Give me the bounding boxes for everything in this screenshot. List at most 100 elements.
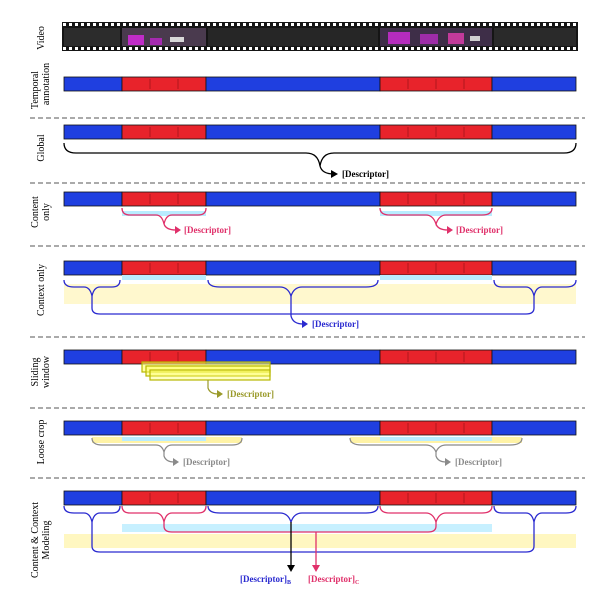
- background-segment-loose-2: [205, 420, 381, 436]
- frame-dark-3: [494, 28, 576, 46]
- content-descriptor-2: [Descriptor]: [456, 225, 503, 235]
- segment-bar-temporal: [63, 76, 577, 92]
- context-braces: [63, 279, 577, 325]
- content-band-1: [122, 211, 206, 216]
- loose-arrow-head-2: [445, 458, 451, 466]
- frame-dark-1: [64, 28, 120, 46]
- content-arrow-head-2: [447, 226, 453, 234]
- cc-descriptor-b: [Descriptor]B: [240, 574, 291, 586]
- global-brace-path: [63, 142, 577, 167]
- segment-bar-content: [63, 191, 577, 207]
- cc-content-brace-1: [121, 505, 207, 523]
- context-arrow-line: [290, 296, 304, 325]
- cc-black-arrow-head: [287, 565, 295, 572]
- global-arrow-head: [331, 170, 338, 178]
- loose-arrow-2: [435, 452, 447, 463]
- global-descriptor: [Descriptor]: [342, 169, 389, 179]
- frame-action-2-pink-b: [420, 34, 438, 44]
- action-segment-temporal-1: [121, 76, 207, 92]
- context-band: [64, 284, 576, 304]
- filmstrip-bottom-perforations: [62, 47, 578, 50]
- background-segment-temporal-2: [205, 76, 381, 92]
- row-labels: Video Temporalannotation Global Contento…: [30, 26, 52, 578]
- cc-context-band: [64, 534, 576, 548]
- background-segment-cc-4: [491, 490, 577, 506]
- row-label-loose: Loose crop: [36, 420, 47, 465]
- background-segment-sliding-4: [491, 349, 577, 365]
- background-segment-global-0: [63, 124, 123, 140]
- loose-content-band-1: [122, 437, 206, 441]
- content-braces: [121, 207, 493, 231]
- cc-context-merge: [91, 522, 535, 553]
- row-label-global: Global: [36, 134, 47, 161]
- loose-arrow-1: [163, 452, 175, 463]
- sliding-windows: [141, 361, 271, 395]
- loose-arrow-head-1: [173, 458, 179, 466]
- frame-action-2-pink-a: [388, 32, 410, 44]
- row-separators: [30, 117, 585, 479]
- background-segment-sliding-0: [63, 349, 123, 365]
- cc-context-brace-2: [207, 505, 379, 525]
- sliding-arrow-line: [207, 380, 219, 395]
- row-label-temporal: Temporalannotation: [30, 63, 52, 109]
- content-band-2: [380, 211, 492, 216]
- background-segment-global-2: [205, 124, 381, 140]
- background-segment-cc-0: [63, 490, 123, 506]
- context-arrow-head: [302, 320, 308, 328]
- frame-action-2-white: [470, 36, 480, 41]
- segment-bar-loose: [63, 420, 577, 436]
- background-segment-cc-2: [205, 490, 381, 506]
- background-segment-global-4: [491, 124, 577, 140]
- loose-content-band-2: [380, 437, 492, 441]
- row-label-content: Contentonly: [30, 196, 52, 228]
- background-segment-content-0: [63, 191, 123, 207]
- content-arrow-2: [435, 223, 449, 231]
- cc-content-band: [122, 524, 492, 532]
- row-label-video: Video: [36, 26, 47, 50]
- filmstrip-top-perforations: [62, 23, 578, 26]
- context-content-gap-2: [380, 275, 492, 280]
- context-descriptor: [Descriptor]: [312, 319, 359, 329]
- row-label-sliding: Slidingwindow: [30, 355, 52, 388]
- background-segment-content-2: [205, 191, 381, 207]
- global-brace: [63, 142, 577, 175]
- loose-descriptor-2: [Descriptor]: [455, 457, 502, 467]
- background-segment-loose-4: [491, 420, 577, 436]
- frame-action-1-white: [170, 37, 184, 42]
- segment-bar-sliding: [63, 349, 577, 365]
- cc-content-merge: [163, 522, 437, 533]
- background-segment-context-2: [205, 260, 381, 276]
- content-arrow-head-1: [175, 226, 181, 234]
- loose-braces: [91, 437, 523, 463]
- cc-pink-arrow-head: [312, 565, 320, 572]
- action-segment-global-1: [121, 124, 207, 140]
- background-segment-temporal-0: [63, 76, 123, 92]
- sliding-arrow-head: [217, 390, 223, 398]
- cc-context-brace-3: [493, 505, 577, 523]
- action-segment-context-1: [121, 260, 207, 276]
- segment-bar-context: [63, 260, 577, 276]
- cc-content-braces: [121, 505, 493, 566]
- frame-action-1-pink-b: [150, 38, 162, 45]
- background-segment-temporal-4: [491, 76, 577, 92]
- action-segment-cc-1: [121, 490, 207, 506]
- sliding-window-3: [149, 369, 271, 381]
- context-merge-line: [91, 296, 535, 315]
- cc-content-brace-2: [379, 505, 493, 525]
- content-descriptor-1: [Descriptor]: [184, 225, 231, 235]
- frame-action-1-pink-a: [128, 35, 144, 45]
- background-segment-context-0: [63, 260, 123, 276]
- loose-descriptor-1: [Descriptor]: [183, 457, 230, 467]
- segment-bar-cc: [63, 490, 577, 506]
- action-segment-loose-1: [121, 420, 207, 436]
- row-label-context: Context only: [36, 264, 47, 316]
- sliding-descriptor: [Descriptor]: [227, 389, 274, 399]
- segment-bar-global: [63, 124, 577, 140]
- cc-context-brace-1: [63, 505, 121, 523]
- background-segment-loose-0: [63, 420, 123, 436]
- frame-dark-2: [208, 28, 378, 46]
- context-content-gap-1: [122, 275, 206, 280]
- cc-descriptor-c: [Descriptor]C: [308, 574, 359, 586]
- segment-bars: [63, 76, 577, 506]
